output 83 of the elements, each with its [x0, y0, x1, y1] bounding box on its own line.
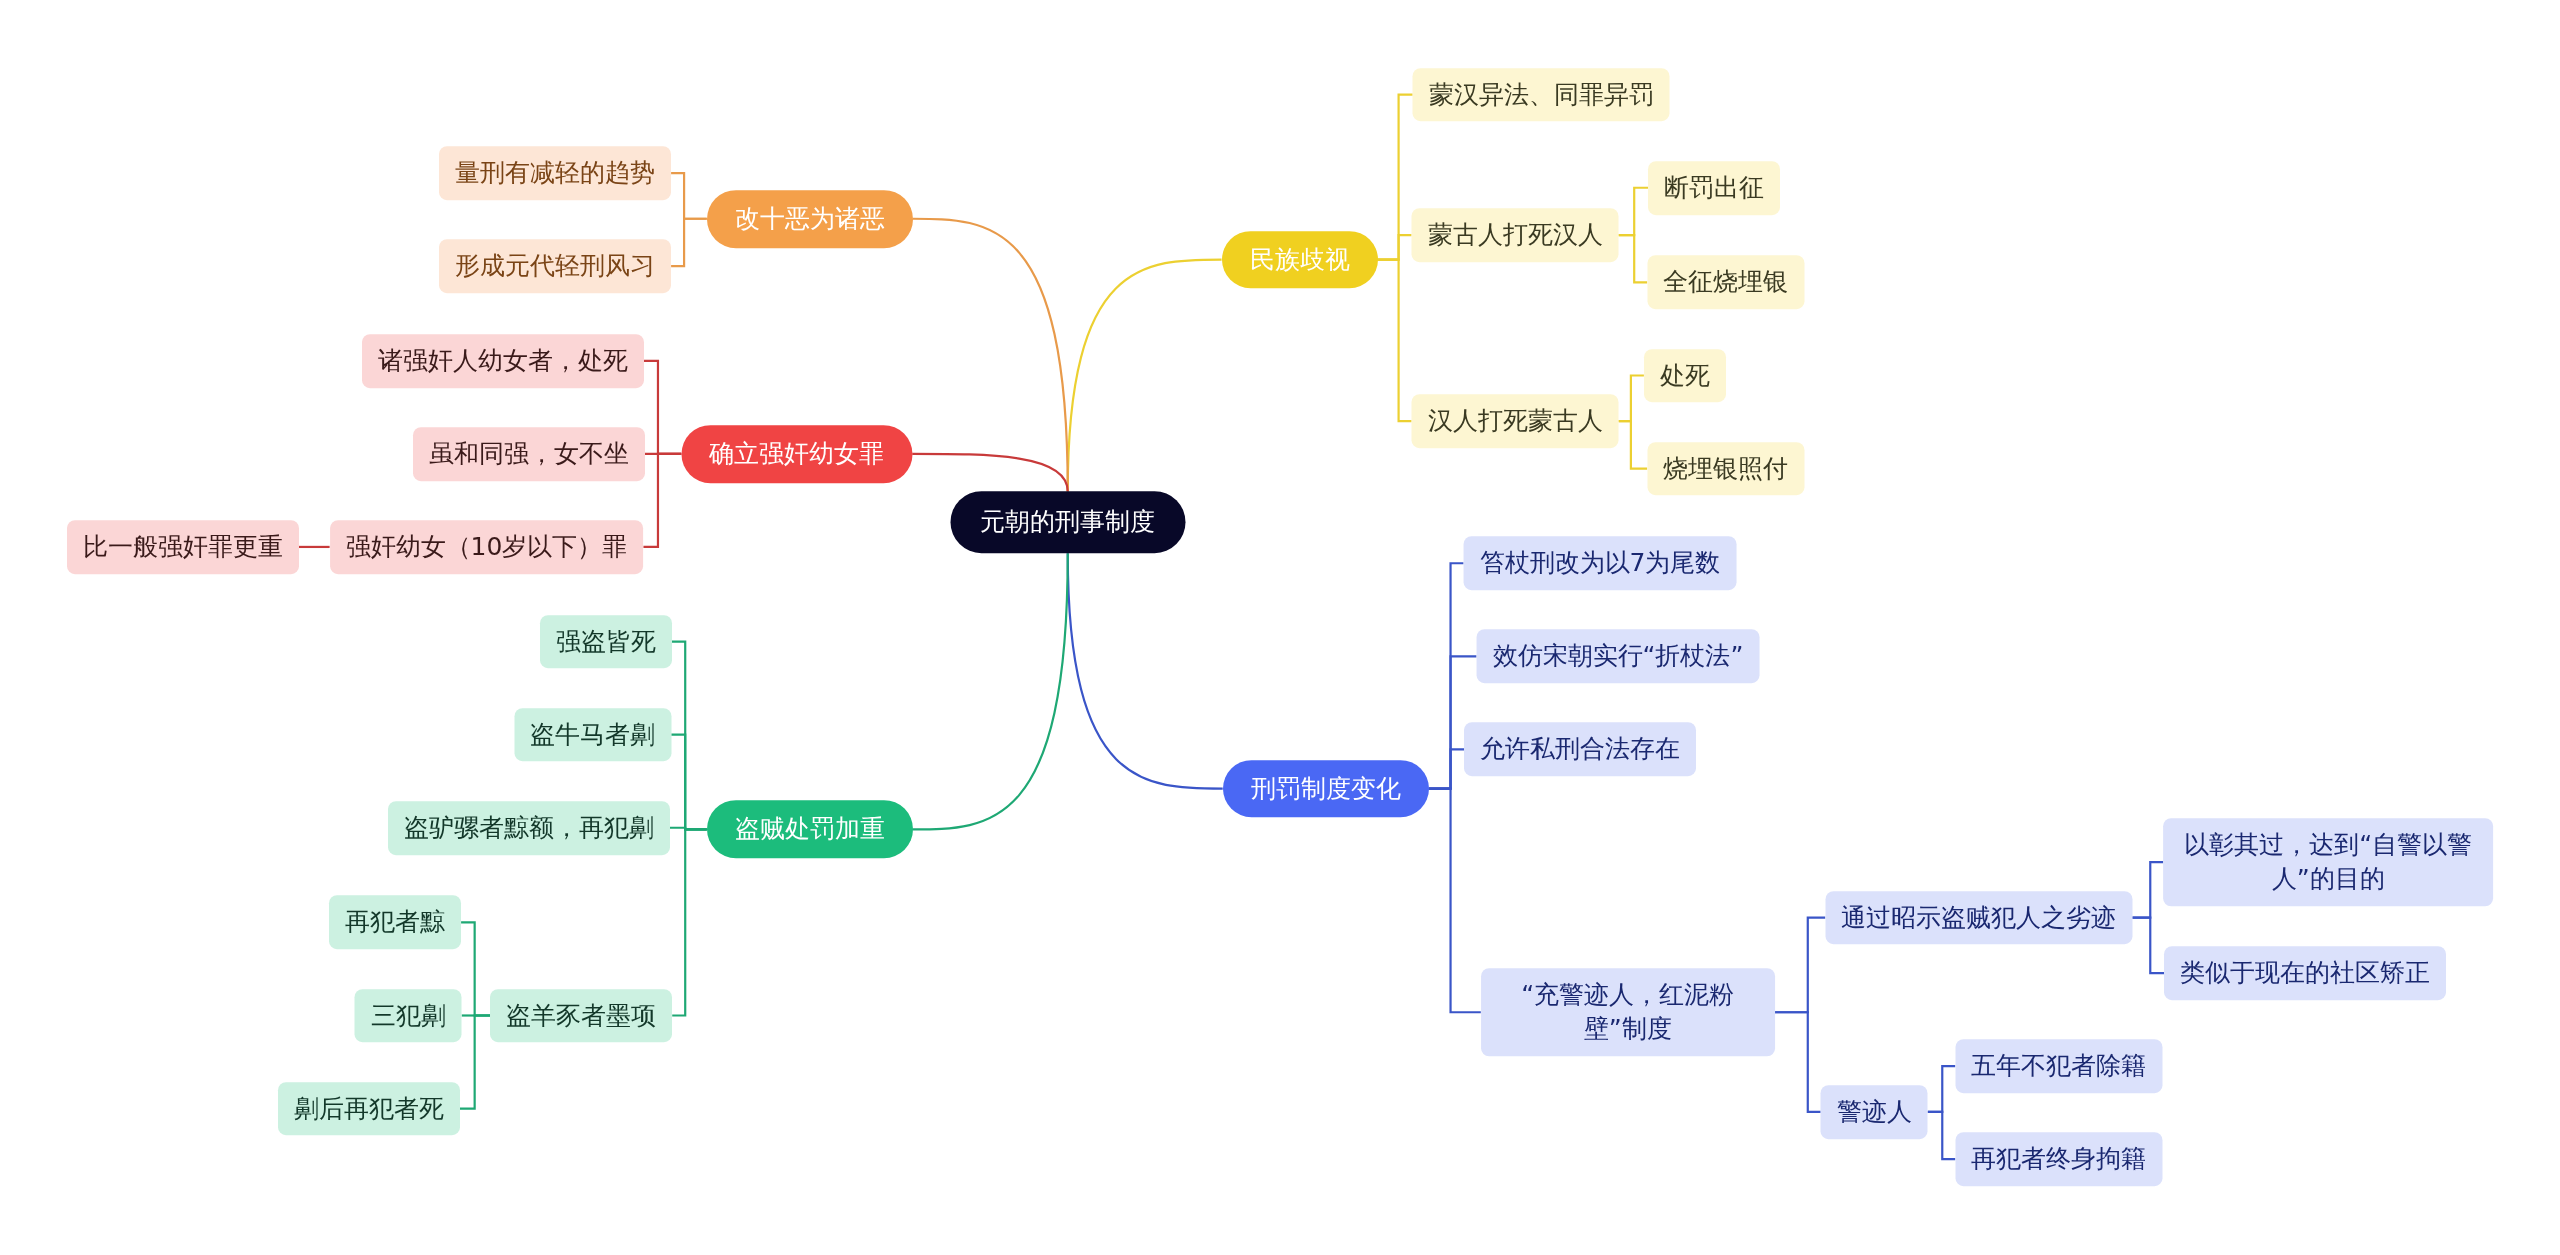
topic-text: 刑罚制度变化 — [1250, 772, 1401, 805]
topic-text: 汉人打死蒙古人 — [1427, 405, 1603, 438]
topic-text: 效仿宋朝实行“折杖法” — [1492, 640, 1744, 673]
topic-text: 盗羊豕者墨项 — [506, 999, 657, 1032]
subtopic — [329, 520, 644, 574]
topic-text: 通过昭示盗贼犯人之劣迹 — [1841, 901, 2117, 934]
topic-text: 再犯者黥 — [345, 906, 446, 939]
connector-line — [1428, 787, 1481, 1014]
subtopic — [1411, 394, 1619, 449]
topic-text: 劓后再犯者死 — [293, 1092, 444, 1125]
topic-text: 民族歧视 — [1249, 243, 1350, 276]
topic-text: 蒙汉异法、同罪异罚 — [1428, 78, 1654, 111]
topic-text: 诸强奸人幼女者，处死 — [377, 344, 628, 377]
topic-text: 再犯者终身拘籍 — [1971, 1143, 2147, 1176]
topic-text: 强盗皆死 — [555, 625, 656, 658]
subtopic — [1464, 722, 1697, 777]
subtopic — [412, 427, 645, 481]
topic-text: 比一般强奸罪更重 — [82, 531, 283, 564]
subtopic — [329, 895, 462, 950]
subtopic — [1643, 348, 1726, 403]
subtopic — [439, 146, 672, 200]
topic-text: 允许私刑合法存在 — [1480, 733, 1681, 766]
subtopic — [1647, 441, 1805, 496]
topic-text: 虽和同强，女不坐 — [428, 438, 629, 470]
subtopic — [1825, 890, 2133, 945]
topic-text: “充警迹人，红泥粉壁”制度 — [1520, 979, 1736, 1046]
topic-text: 类似于现在的社区矫正 — [2180, 957, 2431, 990]
connector-line — [459, 1014, 491, 1110]
connector-line — [1927, 1110, 1956, 1161]
subtopic — [1647, 255, 1805, 310]
topic-text: 全征烧埋银 — [1663, 266, 1789, 299]
connector-line — [643, 452, 682, 549]
connector-line — [1618, 420, 1648, 470]
connector-line — [912, 553, 1069, 831]
connector-line — [1774, 1011, 1821, 1113]
topic-text: 蒙古人打死汉人 — [1427, 219, 1603, 252]
subtopic — [2163, 818, 2494, 906]
subtopic — [354, 988, 462, 1043]
topic-text: 笞杖刑改为以7为尾数 — [1479, 547, 1721, 580]
connector-line — [672, 828, 707, 1017]
topic-text: 确立强奸幼女罪 — [709, 438, 885, 470]
subtopic — [1480, 968, 1775, 1056]
connector-line — [671, 217, 707, 268]
subtopic — [1476, 629, 1760, 684]
subtopic — [2164, 946, 2447, 1000]
topic-text: 元朝的刑事制度 — [980, 506, 1156, 539]
subtopic — [1820, 1084, 1928, 1139]
subtopic — [439, 239, 672, 293]
topic-text: 断罚出征 — [1664, 171, 1765, 204]
topic-text: 五年不犯者除籍 — [1971, 1050, 2147, 1083]
subtopic — [277, 1081, 460, 1136]
connector-line — [912, 452, 1069, 492]
topic-text: 警迹人 — [1836, 1095, 1912, 1128]
subtopic — [539, 614, 672, 669]
subtopic — [514, 707, 672, 762]
topic-text: 盗牛马者劓 — [530, 718, 656, 751]
subtopic — [1955, 1132, 2163, 1187]
subtopic — [1648, 160, 1781, 215]
subtopic — [490, 988, 673, 1043]
main-topic — [706, 189, 913, 248]
topic-text: 以彰其过，达到“自警以警人”的目的 — [2183, 829, 2474, 896]
connector-line — [2132, 916, 2165, 975]
subtopic — [1955, 1039, 2163, 1093]
subtopic — [1412, 67, 1670, 122]
topic-text: 盗驴骡者黥额，再犯劓 — [403, 811, 654, 844]
topic-text: 改十恶为诸恶 — [734, 202, 885, 235]
topic-text: 三犯劓 — [370, 999, 446, 1032]
subtopic — [1463, 536, 1737, 591]
subtopic — [66, 520, 299, 574]
topic-text: 强奸幼女（10岁以下）罪 — [345, 531, 628, 564]
topic-text: 形成元代轻刑风习 — [455, 250, 656, 283]
main-topic — [706, 800, 913, 859]
connector-line — [298, 545, 330, 549]
connector-line — [1377, 258, 1412, 423]
connector-line — [912, 217, 1069, 492]
topic-text: 处死 — [1659, 359, 1710, 392]
subtopic — [1411, 208, 1619, 262]
topic-text: 盗贼处罚加重 — [734, 813, 885, 846]
connector-line — [1618, 234, 1648, 284]
topic-text: 烧埋银照付 — [1663, 452, 1789, 485]
subtopic — [361, 333, 644, 388]
topic-text: 量刑有减轻的趋势 — [455, 157, 656, 190]
subtopic — [387, 800, 670, 855]
